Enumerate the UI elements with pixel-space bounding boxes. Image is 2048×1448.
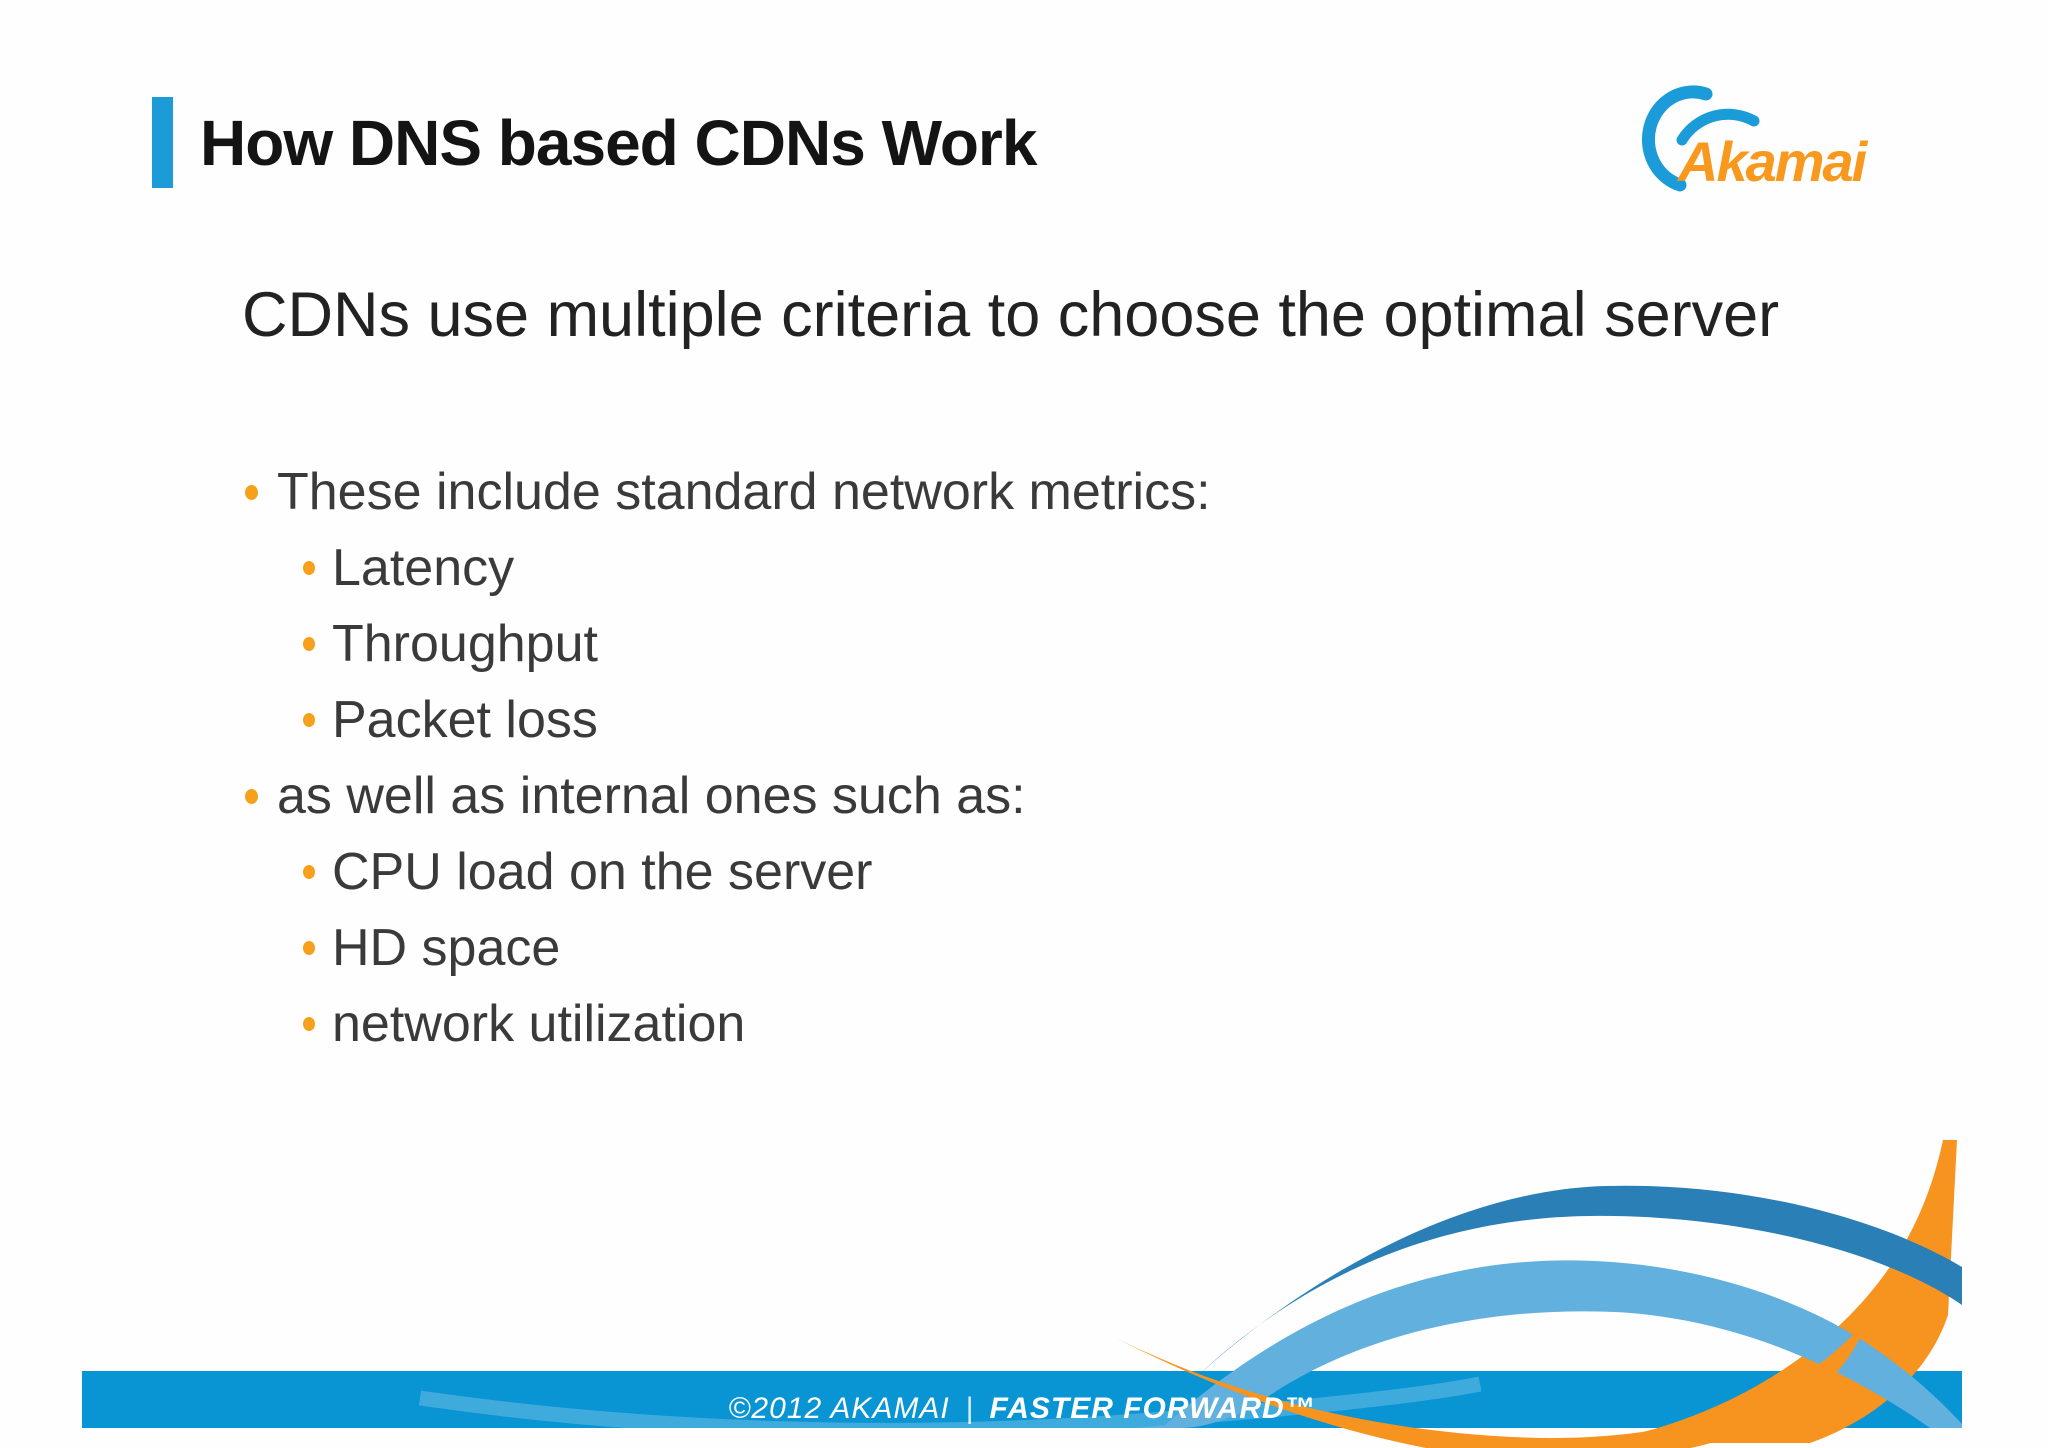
list-item: Latency	[303, 530, 1211, 606]
footer: ©2012 AKAMAI | FASTER FORWARD™	[82, 1390, 1962, 1428]
list-item: HD space	[303, 910, 1211, 986]
orange-wave-front	[1112, 1318, 1868, 1448]
akamai-logo-text: Akamai	[1676, 130, 1869, 193]
page-title: How DNS based CDNs Work	[200, 107, 1037, 179]
akamai-swoosh-icon	[1641, 85, 1760, 192]
bullet-text: as well as internal ones such as:	[277, 767, 1026, 825]
footer-copyright: ©2012 AKAMAI	[728, 1392, 950, 1425]
bullet-icon	[303, 1017, 315, 1031]
bullet-text: HD space	[332, 919, 561, 977]
dark-blue-wave	[1195, 1185, 1962, 1378]
bullet-text: Throughput	[332, 615, 598, 673]
bullet-icon	[303, 865, 315, 879]
bullet-icon	[303, 561, 315, 575]
bullet-icon	[303, 941, 315, 955]
akamai-logo: Akamai	[1641, 85, 1871, 193]
bullet-icon	[303, 637, 315, 651]
footer-separator: |	[965, 1392, 974, 1425]
bullet-icon	[303, 713, 315, 727]
list-item: Throughput	[303, 606, 1211, 682]
bullet-text: These include standard network metrics:	[277, 463, 1211, 521]
bullet-text: Latency	[332, 539, 515, 597]
bullet-icon	[245, 788, 258, 804]
bullet-text: Packet loss	[332, 691, 598, 749]
bullet-text: network utilization	[332, 995, 746, 1053]
list-item: Packet loss	[303, 682, 1211, 758]
title-accent-bar	[152, 97, 173, 188]
list-item: These include standard network metrics:	[245, 454, 1211, 530]
bullet-text: CPU load on the server	[332, 843, 873, 901]
footer-tagline: FASTER FORWARD™	[989, 1392, 1316, 1425]
bullet-list: These include standard network metrics: L…	[245, 454, 1211, 1062]
list-item: CPU load on the server	[303, 834, 1211, 910]
bullet-icon	[245, 484, 258, 500]
list-item: network utilization	[303, 986, 1211, 1062]
list-item: as well as internal ones such as:	[245, 758, 1211, 834]
slide-subtitle: CDNs use multiple criteria to choose the…	[242, 280, 1780, 350]
